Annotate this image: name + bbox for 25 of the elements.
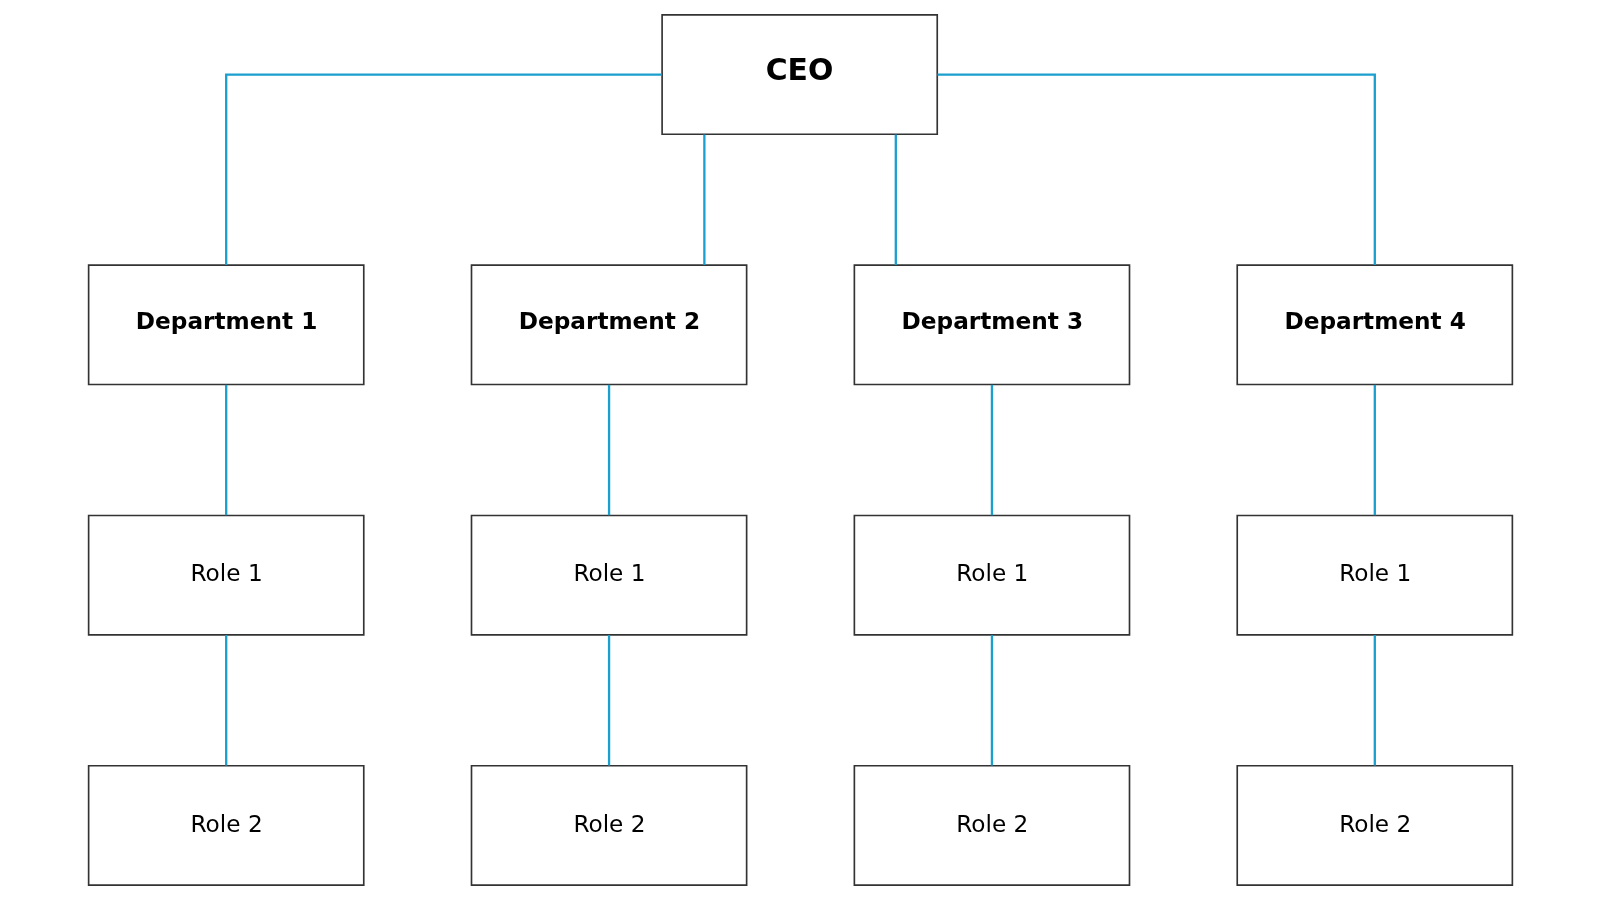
connector	[607, 384, 610, 516]
connector	[990, 384, 993, 516]
connector	[936, 73, 1376, 265]
connector	[607, 635, 610, 766]
node-box: Department 4	[1235, 264, 1513, 386]
node-box: Role 2	[87, 764, 365, 886]
connector	[1373, 635, 1376, 766]
connector	[1373, 384, 1376, 516]
node-box: Department 1	[87, 264, 365, 386]
node-box: Role 2	[853, 764, 1130, 886]
node-box: Role 1	[87, 514, 365, 636]
node-box: Department 3	[853, 264, 1130, 386]
connector	[224, 384, 227, 516]
node-box: Role 2	[470, 764, 747, 886]
node-box: CEO	[660, 14, 938, 136]
node-box: Role 1	[470, 514, 747, 636]
node-box: Department 2	[470, 264, 747, 386]
node-box: Role 1	[853, 514, 1130, 636]
node-box: Role 2	[1235, 764, 1513, 886]
connector	[224, 73, 662, 265]
connector	[702, 134, 706, 265]
connector	[224, 635, 227, 766]
node-box: Role 1	[1235, 514, 1513, 636]
connector	[894, 134, 897, 265]
connector	[990, 635, 993, 766]
